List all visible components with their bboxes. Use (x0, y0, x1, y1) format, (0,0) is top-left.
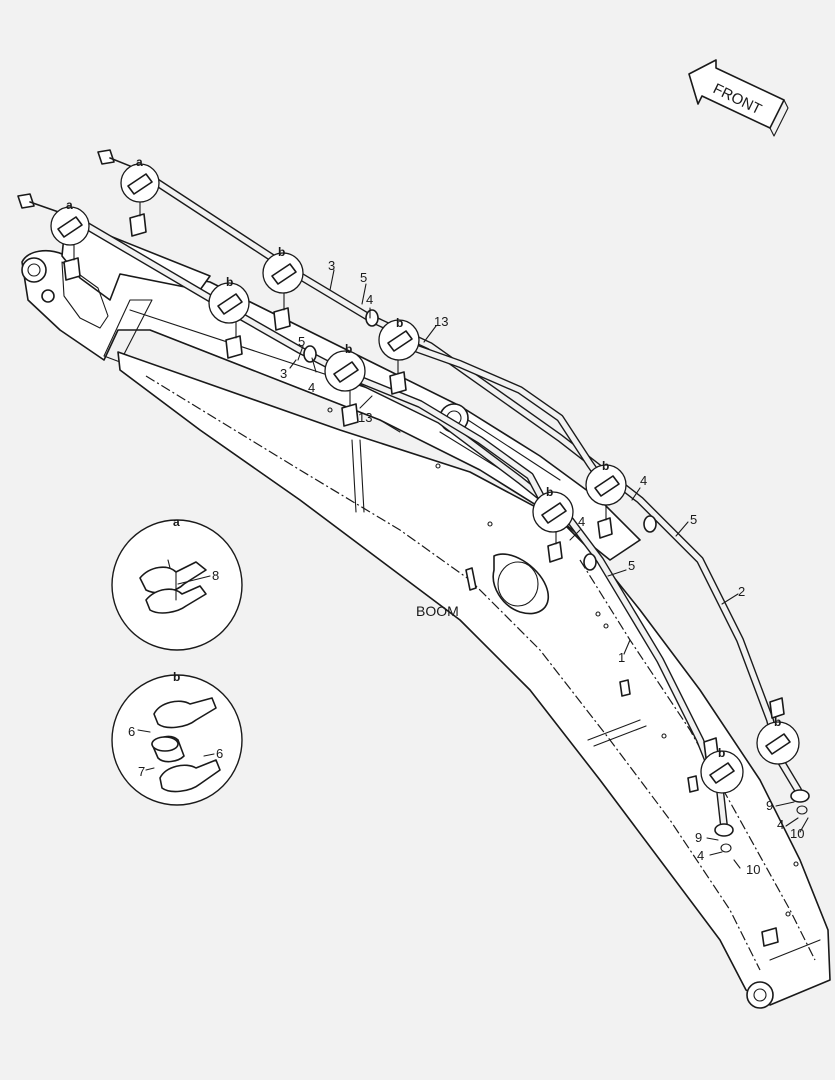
boom-label: BOOM (416, 603, 459, 619)
callout-4-right-upper: 4 (640, 473, 647, 488)
detail-marker-b-2: b (208, 275, 250, 324)
callout-13-lower: 13 (358, 410, 372, 425)
callout-10-left: 10 (746, 862, 760, 877)
detail-marker-b-4: b (324, 342, 366, 392)
svg-text:b: b (774, 715, 781, 729)
part-6-label-left: 6 (128, 724, 135, 739)
detail-marker-a-1: a (120, 155, 160, 203)
callout-4-upper: 4 (366, 292, 373, 307)
svg-text:b: b (396, 316, 403, 330)
pipe-13 (342, 338, 608, 514)
callout-5-middle: 5 (298, 334, 305, 349)
callout-4-left-lower: 4 (697, 848, 704, 863)
callout-1: 1 (618, 650, 625, 665)
callout-2: 2 (738, 584, 745, 599)
callout-leaders (289, 269, 809, 869)
detail-view-b-label: b (173, 670, 180, 684)
detail-view-a: a 8 (111, 515, 243, 651)
svg-text:b: b (546, 485, 553, 499)
detail-marker-a-2: a (50, 198, 90, 246)
svg-text:b: b (226, 275, 233, 289)
callout-5-upper: 5 (360, 270, 367, 285)
detail-marker-b-3: b (378, 316, 420, 361)
part-8-label: 8 (212, 568, 219, 583)
detail-view-b: b 6 7 6 (111, 670, 243, 806)
svg-text:b: b (718, 746, 725, 760)
callout-9-right: 9 (766, 798, 773, 813)
svg-text:b: b (602, 459, 609, 473)
front-arrow-icon: FRONT (688, 59, 789, 137)
detail-marker-b-1: b (262, 245, 304, 294)
callout-4-right-middle: 4 (578, 514, 585, 529)
part-7-label: 7 (138, 764, 145, 779)
svg-text:b: b (278, 245, 285, 259)
clamp-brackets (63, 195, 785, 759)
callout-5-right-upper: 5 (690, 512, 697, 527)
part-6-label-right: 6 (216, 746, 223, 761)
svg-text:a: a (136, 155, 143, 169)
callout-3-upper: 3 (328, 258, 335, 273)
callout-4-middle: 4 (308, 380, 315, 395)
callout-13-upper: 13 (434, 314, 448, 329)
callout-5-right-lower: 5 (628, 558, 635, 573)
svg-text:a: a (66, 198, 73, 212)
callout-10-right: 10 (790, 826, 804, 841)
callout-9-left: 9 (695, 830, 702, 845)
part-callouts: 3 5 4 5 3 4 13 13 4 4 5 5 2 1 9 4 10 9 4… (280, 258, 804, 877)
detail-marker-b-6: b (532, 485, 574, 533)
callout-3-lower: 3 (280, 366, 287, 381)
detail-marker-b-5: b (585, 459, 627, 506)
callout-4-right-lower: 4 (777, 817, 784, 832)
detail-marker-b-8: b (700, 746, 744, 794)
svg-text:b: b (345, 342, 352, 356)
detail-view-a-label: a (173, 515, 180, 529)
detail-marker-b-7: b (756, 715, 800, 765)
